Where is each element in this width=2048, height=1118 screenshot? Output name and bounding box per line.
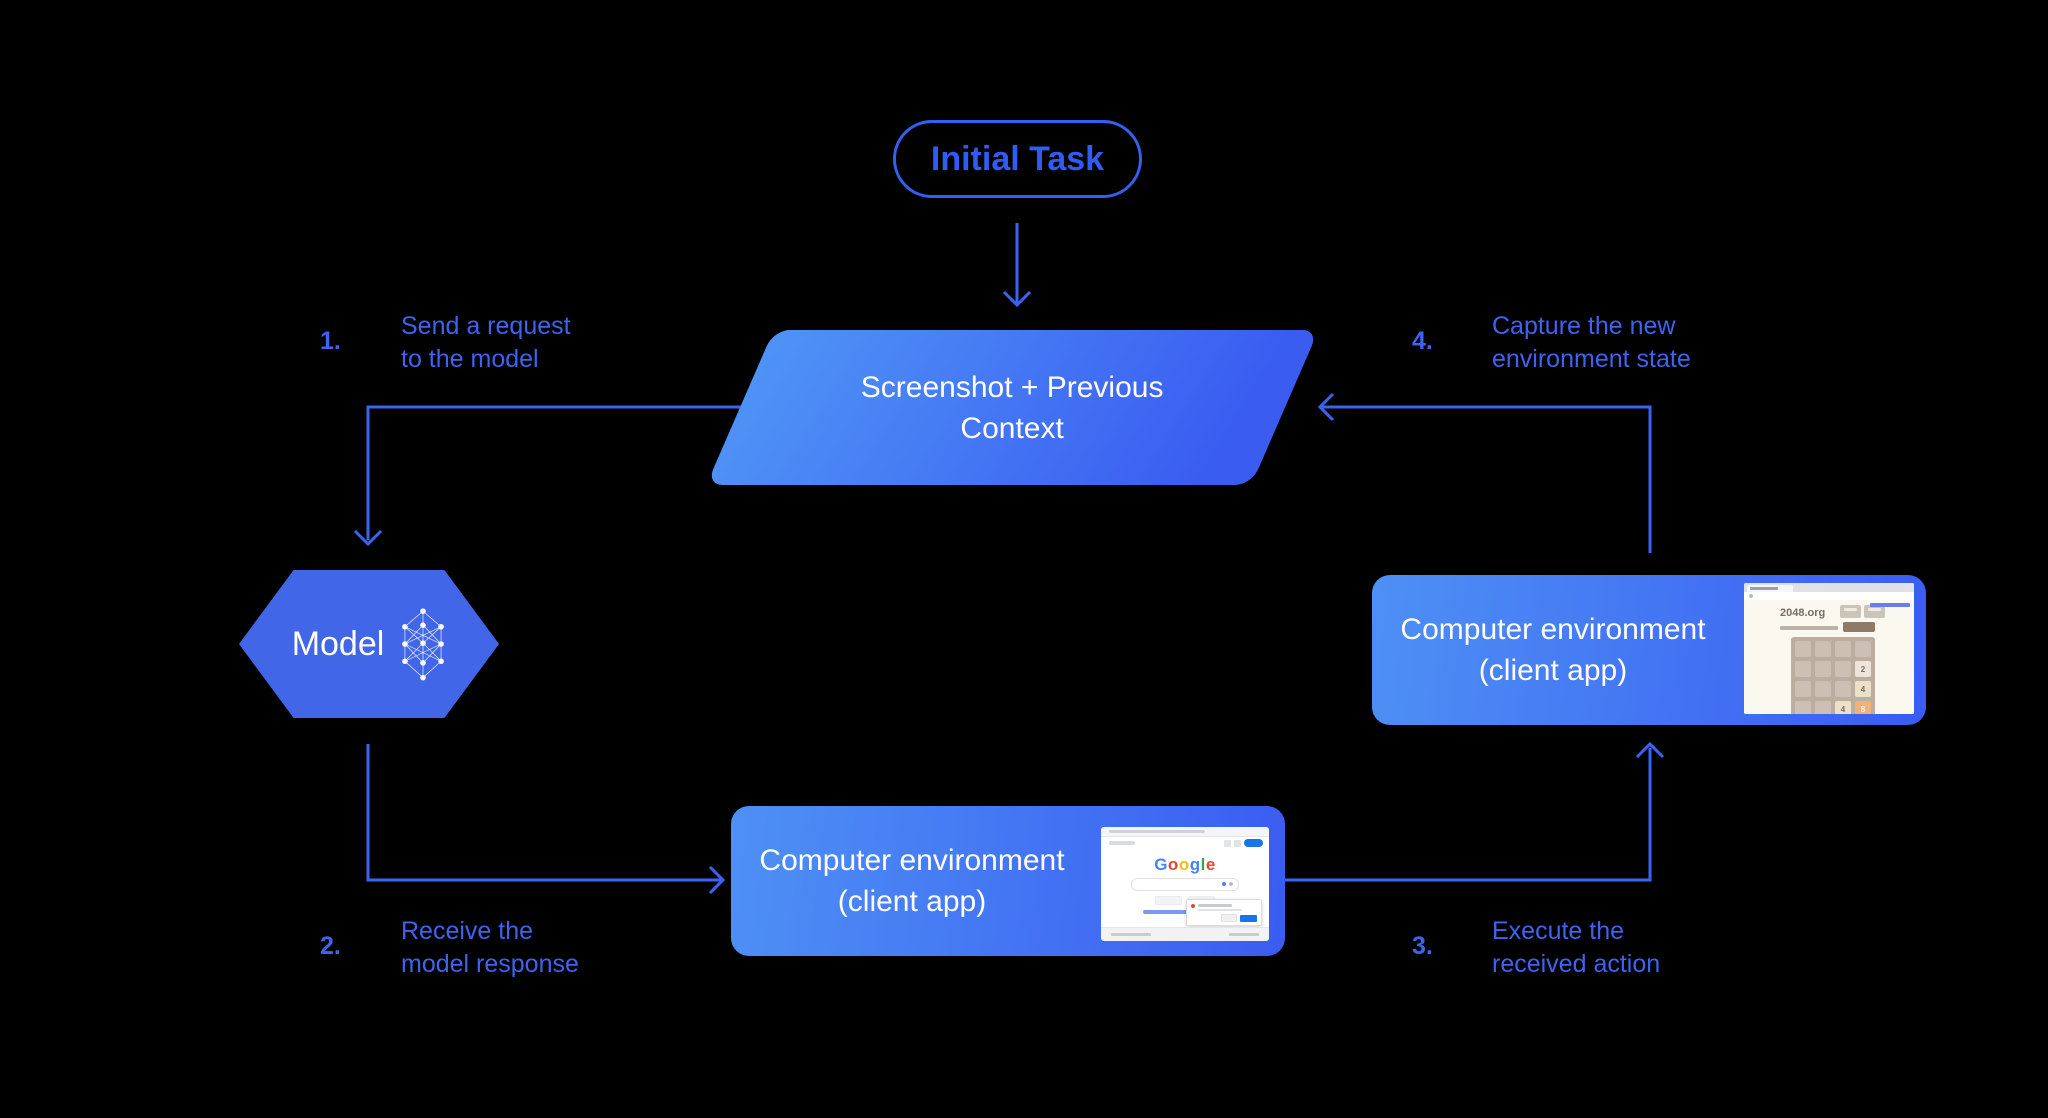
game-page: 2048.org 2 4 bbox=[1744, 600, 1914, 714]
camera-icon bbox=[1229, 882, 1233, 886]
footer-text-bar bbox=[1111, 933, 1151, 936]
model-label: Model bbox=[291, 624, 385, 663]
tile-2: 2 bbox=[1855, 661, 1871, 677]
dialog-cancel-button bbox=[1221, 914, 1237, 922]
step-4-label: Capture the new environment state bbox=[1492, 312, 1691, 373]
footer-text-bar bbox=[1229, 933, 1259, 936]
grid-cell bbox=[1795, 681, 1811, 697]
game-grid: 2 4 4 8 bbox=[1791, 637, 1875, 714]
node-screenshot-context: Screenshot + Previous Context bbox=[706, 330, 1319, 485]
browser-titlebar bbox=[1101, 827, 1269, 837]
header-link-bar bbox=[1870, 603, 1910, 607]
grid-cell bbox=[1855, 641, 1871, 657]
tab-title-bar bbox=[1750, 587, 1778, 590]
browser-dialog bbox=[1186, 899, 1262, 926]
grid-cell bbox=[1835, 641, 1851, 657]
arrow-model-to-env bbox=[366, 744, 721, 882]
arrowhead-down-icon bbox=[1002, 290, 1032, 308]
best-score-box bbox=[1864, 605, 1885, 618]
arrow-env-to-env bbox=[1285, 748, 1652, 882]
google-logo: Google bbox=[1154, 855, 1216, 874]
step-2-label: Receive the model response bbox=[401, 917, 579, 978]
arrow-context-to-model bbox=[366, 405, 743, 540]
initial-task-label: Initial Task bbox=[930, 139, 1105, 178]
site-title: 2048.org bbox=[1780, 607, 1826, 619]
address-bar bbox=[1109, 830, 1205, 833]
browser-tab bbox=[1747, 585, 1793, 592]
arrow-env-to-context bbox=[1322, 405, 1652, 553]
grid-cell bbox=[1815, 661, 1831, 677]
node-env-right: Computer environment (client app) 2048.o… bbox=[1372, 575, 1926, 725]
grid-cell bbox=[1795, 661, 1811, 677]
neural-network-icon bbox=[402, 608, 445, 681]
game-2048-screenshot: 2048.org 2 4 bbox=[1744, 583, 1914, 714]
step-3-label: Execute the received action bbox=[1492, 917, 1661, 978]
dialog-text-bar bbox=[1198, 904, 1232, 907]
browser-toolbar bbox=[1101, 837, 1269, 849]
dialog-text-bar bbox=[1198, 909, 1242, 911]
dialog-icon bbox=[1191, 904, 1195, 908]
browser-tabstrip bbox=[1744, 583, 1914, 592]
tile-4: 4 bbox=[1855, 681, 1871, 697]
grid-cell bbox=[1815, 701, 1831, 714]
env-bottom-label: Computer environment (client app) bbox=[759, 844, 1065, 918]
step-1-label: Send a request to the model bbox=[401, 312, 571, 373]
step-2-number: 2. bbox=[320, 932, 341, 960]
page-footer bbox=[1101, 927, 1269, 941]
step-1-number: 1. bbox=[320, 327, 341, 355]
node-initial-task: Initial Task bbox=[893, 120, 1142, 198]
grid-cell bbox=[1795, 701, 1811, 714]
screenshot-context-label: Screenshot + Previous Context bbox=[861, 370, 1164, 445]
grid-cell bbox=[1835, 661, 1851, 677]
arrowhead-up-icon bbox=[1635, 741, 1665, 759]
arrowhead-down-icon bbox=[353, 529, 383, 547]
avatar bbox=[1234, 840, 1241, 847]
tile-8: 8 bbox=[1855, 701, 1871, 714]
env-right-label: Computer environment (client app) bbox=[1400, 613, 1706, 687]
instructions-text-bar bbox=[1780, 626, 1838, 630]
search-button bbox=[1155, 896, 1182, 905]
nav-button-icon bbox=[1749, 594, 1753, 598]
offered-language-link bbox=[1143, 910, 1227, 914]
grid-cell bbox=[1795, 641, 1811, 657]
score-box bbox=[1840, 605, 1861, 618]
step-3-number: 3. bbox=[1412, 932, 1433, 960]
step-4-number: 4. bbox=[1412, 327, 1433, 355]
mic-icon bbox=[1222, 882, 1226, 886]
search-input bbox=[1131, 878, 1239, 891]
nav-buttons-icon bbox=[1109, 841, 1135, 845]
node-model: Model bbox=[239, 570, 499, 718]
google-page-screenshot: Google bbox=[1101, 827, 1269, 941]
node-env-bottom: Computer environment (client app) Google bbox=[731, 806, 1285, 956]
grid-cell bbox=[1815, 681, 1831, 697]
grid-cell bbox=[1835, 681, 1851, 697]
dialog-confirm-button bbox=[1240, 915, 1257, 922]
new-game-button bbox=[1843, 622, 1875, 632]
arrowhead-left-icon bbox=[1317, 392, 1335, 422]
sign-in-button bbox=[1244, 839, 1263, 847]
arrowhead-right-icon bbox=[708, 865, 726, 895]
tile-4: 4 bbox=[1835, 701, 1851, 714]
apps-grid-icon bbox=[1224, 840, 1231, 847]
grid-cell bbox=[1815, 641, 1831, 657]
